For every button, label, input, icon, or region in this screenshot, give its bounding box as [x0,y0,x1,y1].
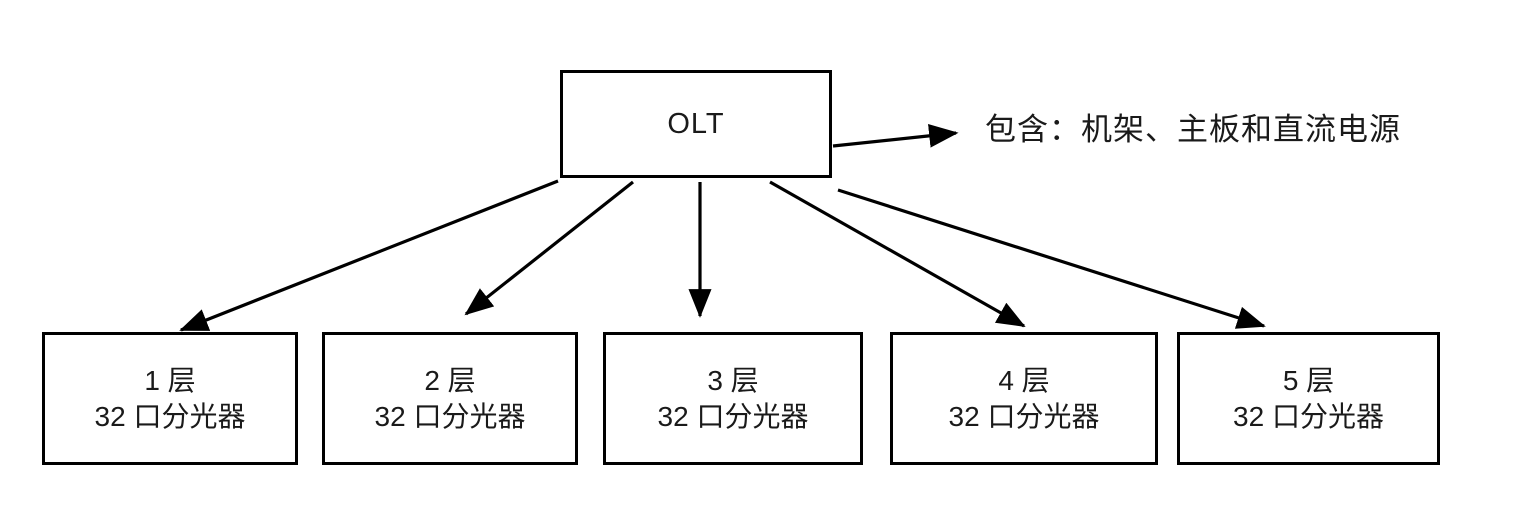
node-floor-3[interactable]: 3 层 32 口分光器 [603,332,863,465]
node-olt[interactable]: OLT [560,70,832,178]
edge-olt-to-note [832,124,959,148]
node-floor-2[interactable]: 2 层 32 口分光器 [322,332,578,465]
node-olt-label: OLT [667,107,725,140]
node-floor-5[interactable]: 5 层 32 口分光器 [1177,332,1440,465]
edge-olt-to-floor-1 [179,179,559,332]
node-floor-2-line1: 2 层 [424,364,476,396]
node-floor-2-line2: 32 口分光器 [374,400,526,432]
side-note-text: 包含：机架、主板和直流电源 [985,112,1401,147]
node-floor-5-line2: 32 口分光器 [1233,400,1384,432]
node-floor-3-line1: 3 层 [707,364,759,396]
edge-olt-to-floor-5 [837,188,1266,329]
node-floor-4[interactable]: 4 层 32 口分光器 [890,332,1158,465]
node-floor-1-line1: 1 层 [144,364,196,396]
node-floor-4-line1: 4 层 [998,364,1050,396]
node-floor-1-line2: 32 口分光器 [94,400,246,432]
node-floor-3-line2: 32 口分光器 [657,400,809,432]
node-floor-1[interactable]: 1 层 32 口分光器 [42,332,298,465]
node-floor-5-line1: 5 层 [1282,364,1335,396]
edge-olt-to-floor-4 [769,180,1026,328]
node-floor-4-line2: 32 口分光器 [948,400,1100,432]
edge-olt-to-floor-2 [464,180,634,316]
